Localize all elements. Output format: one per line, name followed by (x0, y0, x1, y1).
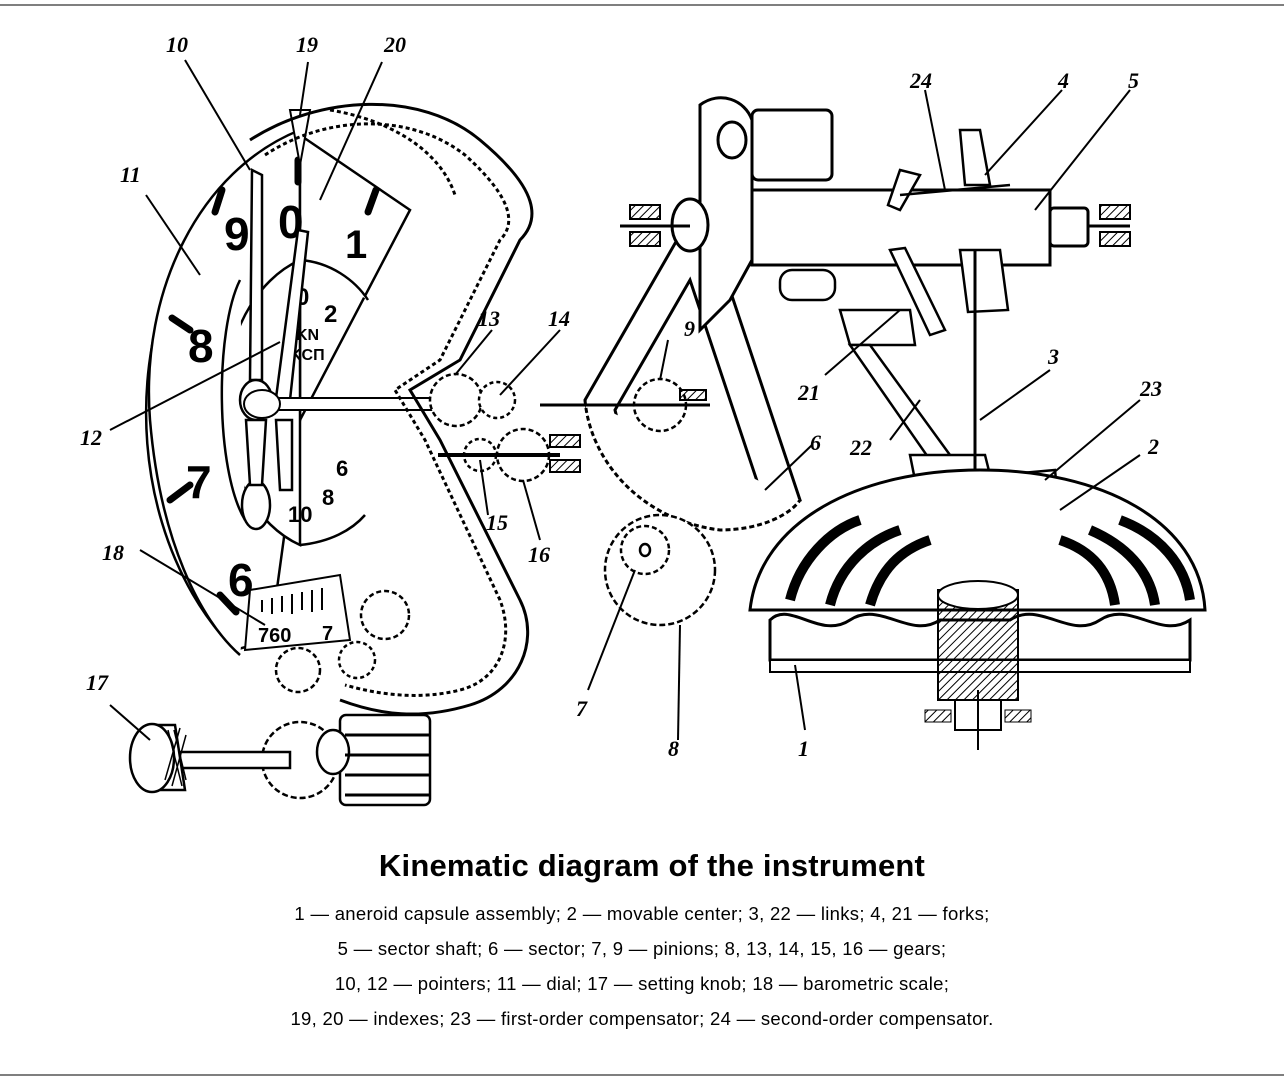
callout-6: 6 (810, 430, 821, 455)
pinion-7-gear-8 (603, 513, 717, 627)
mount-hatch (549, 204, 1131, 473)
inner-numeral-8: 8 (322, 485, 334, 510)
legend-line-2: 5 — sector shaft; 6 — sector; 7, 9 — pin… (337, 938, 947, 959)
outer-numeral-7: 7 (186, 456, 212, 508)
gear-train-lower (260, 589, 432, 807)
callout-labels: 10 19 20 11 12 18 17 13 14 15 16 9 6 7 8… (80, 32, 1162, 761)
callout-20: 20 (383, 32, 406, 57)
callout-3: 3 (1047, 344, 1059, 369)
setting-knob-17 (128, 722, 292, 794)
callout-19: 19 (296, 32, 318, 57)
baro-scale-760: 760 (258, 625, 291, 647)
callout-15: 15 (486, 510, 508, 535)
callout-22: 22 (849, 435, 872, 460)
callout-8: 8 (668, 736, 679, 761)
shaft-hub (243, 389, 281, 419)
outer-numeral-1: 1 (345, 223, 367, 267)
callout-10: 10 (166, 32, 188, 57)
fork-4 (886, 128, 1011, 212)
inner-numeral-2: 2 (324, 301, 337, 328)
pointer-12 (274, 228, 310, 492)
fork-21 (778, 246, 1010, 347)
aneroid-capsule-1 (748, 468, 1207, 750)
callout-17: 17 (86, 670, 109, 695)
callout-9: 9 (684, 316, 695, 341)
callout-23: 23 (1139, 376, 1162, 401)
callout-7: 7 (576, 696, 588, 721)
pinion-9 (540, 377, 710, 433)
inner-numeral-6: 6 (336, 456, 348, 481)
callout-18: 18 (102, 540, 124, 565)
callout-2: 2 (1147, 434, 1159, 459)
callout-11: 11 (120, 162, 141, 187)
callout-21: 21 (797, 380, 820, 405)
gear-band-outer (249, 102, 534, 716)
drum-ribs (345, 733, 430, 797)
outer-numeral-8: 8 (188, 320, 214, 372)
figure-caption: Kinematic diagram of the instrument 1 — … (0, 848, 1284, 1042)
callout-13: 13 (478, 306, 500, 331)
callout-12: 12 (80, 425, 102, 450)
inner-dial-numerals: 0 2 6 8 10 KN KCП (288, 284, 348, 527)
barometric-scale-18: 760 7 (243, 573, 352, 652)
index-20 (329, 108, 457, 196)
legend-line-4: 19, 20 — indexes; 23 — first-order compe… (290, 1008, 994, 1029)
unit-ksp: KCП (290, 347, 325, 364)
baro-scale-7: 7 (322, 623, 333, 645)
leader-lines (109, 59, 1141, 741)
figure-title: Kinematic diagram of the instrument (378, 848, 926, 883)
outer-numeral-9: 9 (224, 208, 250, 260)
callout-1: 1 (798, 736, 809, 761)
callout-14: 14 (548, 306, 570, 331)
legend-line-3: 10, 12 — pointers; 11 — dial; 17 — setti… (334, 973, 950, 994)
unit-kn: KN (296, 327, 319, 344)
sector-6 (583, 196, 802, 532)
inner-numeral-10: 10 (288, 502, 312, 527)
callout-16: 16 (528, 542, 550, 567)
callout-4: 4 (1057, 68, 1069, 93)
callout-5: 5 (1128, 68, 1139, 93)
callout-24: 24 (909, 68, 932, 93)
mount-bracket (670, 96, 834, 334)
gear-train-left (428, 372, 560, 483)
legend-line-1: 1 — aneroid capsule assembly; 2 — movabl… (294, 903, 990, 924)
